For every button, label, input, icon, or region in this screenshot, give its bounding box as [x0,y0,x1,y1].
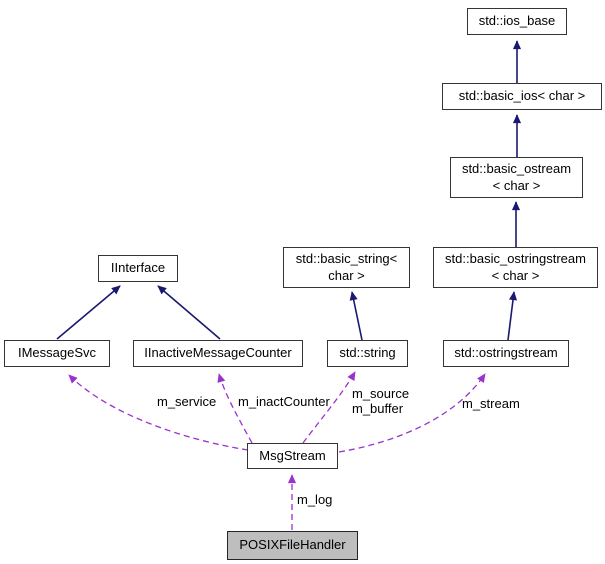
edge-usage-m-stream [338,373,486,453]
node-std-string[interactable]: std::string [327,340,408,367]
node-std-basic-ios[interactable]: std::basic_ios< char > [442,83,602,110]
node-std-ostringstream[interactable]: std::ostringstream [443,340,569,367]
edge-inherit-imessagesvc-iinterface [56,285,121,340]
edge-usage-m-source-m-buffer [302,371,356,444]
node-std-ios-base[interactable]: std::ios_base [467,8,567,35]
edge-usage-m-service [68,374,249,451]
node-imessagesvc[interactable]: IMessageSvc [4,340,110,367]
node-posixfilehandler: POSIXFileHandler [227,531,358,560]
node-std-basic-string[interactable]: std::basic_string< char > [283,247,410,288]
node-std-basic-ostream[interactable]: std::basic_ostream < char > [450,157,583,198]
node-iinactivemessagecounter[interactable]: IInactiveMessageCounter [133,340,303,367]
edge-label-m-inactcounter: m_inactCounter [238,394,330,409]
edge-label-m-log: m_log [297,492,333,507]
edge-inherit-iinactcounter-iinterface [157,285,221,340]
edge-inherit-ostringstream-basicostringstream [507,291,518,341]
node-std-basic-ostringstream[interactable]: std::basic_ostringstream < char > [433,247,598,288]
edge-label-m-source-m-buffer: m_source m_buffer [352,386,410,416]
edge-label-m-service: m_service [157,394,217,409]
node-msgstream[interactable]: MsgStream [247,443,338,469]
edge-label-m-stream: m_stream [462,396,520,411]
node-iinterface[interactable]: IInterface [98,255,178,282]
edge-inherit-string-basicstring [349,291,363,341]
